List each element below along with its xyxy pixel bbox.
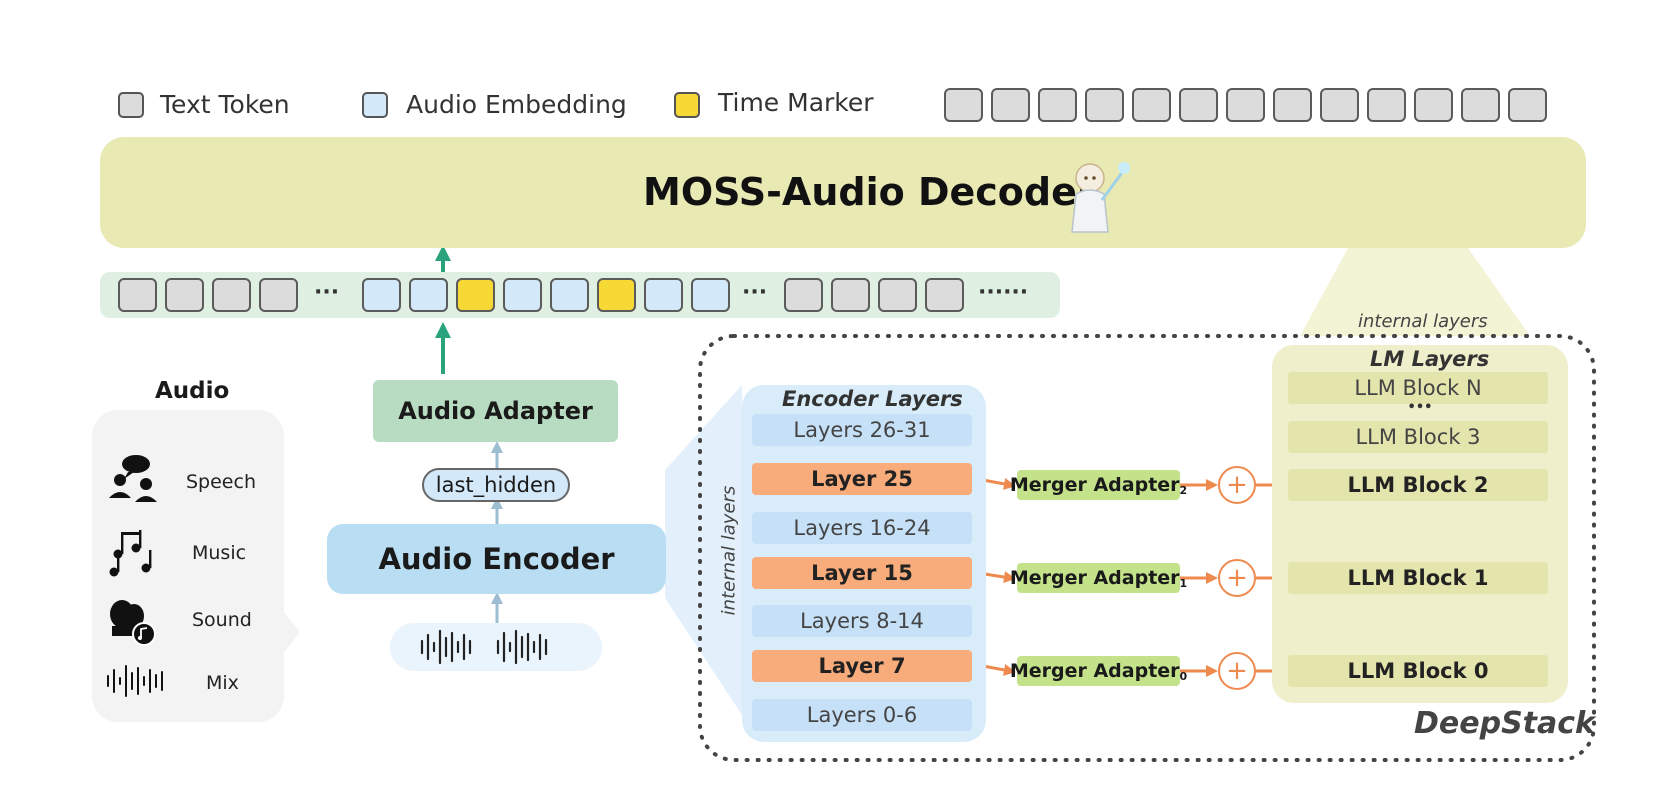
output-text-token: [1132, 88, 1171, 122]
waveform-icon: [107, 665, 163, 697]
llm-block-3: LLM Block 3: [1288, 421, 1548, 453]
audio-embedding-token: [691, 278, 730, 312]
merger-adapter-2-label: Merger Adapter: [1009, 474, 1180, 496]
output-text-token: [944, 88, 983, 122]
output-text-token: [1367, 88, 1406, 122]
token-sequence: ············: [118, 278, 1058, 314]
audio-panel-title: Audio: [155, 378, 230, 404]
music-icon: [109, 530, 152, 577]
encoder-layer-0-6: Layers 0-6: [752, 699, 972, 731]
llm-block-1: LLM Block 1: [1288, 562, 1548, 594]
output-text-token: [1179, 88, 1218, 122]
moss-audio-decoder: [100, 137, 1586, 248]
encoder-layers-title: Encoder Layers: [782, 387, 963, 411]
deepstack-frame: [698, 334, 1596, 762]
mascot-icon: [1071, 162, 1130, 233]
deepstack-label: DeepStack: [1414, 706, 1595, 741]
encoder-layer-8-14: Layers 8-14: [752, 605, 972, 637]
add-icon-1: +: [1218, 559, 1256, 597]
audio-panel-tail: [282, 610, 300, 655]
text-token: [165, 278, 204, 312]
lm-layers-title: LM Layers: [1370, 347, 1490, 371]
text-token: [784, 278, 823, 312]
encoder-internal-layers-label: internal layers: [718, 485, 740, 616]
audio-encoder: Audio Encoder: [327, 524, 666, 594]
legend-audio-embedding: Audio Embedding: [406, 90, 627, 119]
merger-adapter-0-sub: 0: [1179, 669, 1188, 683]
text-token: [925, 278, 964, 312]
audio-item-mix: Mix: [206, 672, 239, 694]
legend-text-token: Text Token: [160, 90, 290, 119]
text-token: [259, 278, 298, 312]
encoder-funnel: [665, 385, 742, 715]
output-text-token: [1038, 88, 1077, 122]
audio-embedding-token: [409, 278, 448, 312]
time-marker-token: [456, 278, 495, 312]
llm-block-n: LLM Block N: [1288, 372, 1548, 404]
audio-item-music: Music: [192, 542, 247, 564]
waveform-input: [390, 623, 602, 671]
output-text-token: [1414, 88, 1453, 122]
output-text-token: [1273, 88, 1312, 122]
last-hidden-pill: last_hidden: [422, 468, 570, 502]
audio-embedding-token: [362, 278, 401, 312]
audio-embedding-token: [550, 278, 589, 312]
llm-block-2: LLM Block 2: [1288, 469, 1548, 501]
output-text-token: [1320, 88, 1359, 122]
text-token: [878, 278, 917, 312]
encoder-layer-7: Layer 7: [752, 650, 972, 682]
legend-audio-embedding-swatch: [362, 92, 388, 118]
merger-adapter-1-sub: 1: [1179, 576, 1188, 590]
audio-embedding-token: [503, 278, 542, 312]
lm-vertical-ellipsis: •••: [1407, 400, 1433, 415]
encoder-layer-25: Layer 25: [752, 463, 972, 495]
audio-item-sound: Sound: [192, 609, 252, 631]
audio-item-speech: Speech: [186, 471, 256, 493]
llm-block-0: LLM Block 0: [1288, 655, 1548, 687]
waveform-icon: [420, 629, 548, 665]
merger-adapter-1-label: Merger Adapter: [1009, 567, 1180, 589]
sequence-ellipsis: ······: [978, 280, 1029, 305]
add-icon-2: +: [1218, 466, 1256, 504]
text-token: [831, 278, 870, 312]
legend-text-token-swatch: [118, 92, 144, 118]
output-token-row: [944, 88, 1552, 122]
time-marker-token: [597, 278, 636, 312]
sequence-ellipsis: ···: [742, 280, 768, 305]
output-text-token: [1508, 88, 1547, 122]
legend-time-marker-swatch: [674, 92, 700, 118]
audio-embedding-token: [644, 278, 683, 312]
merger-adapter-0-label: Merger Adapter: [1009, 660, 1180, 682]
output-text-token: [1085, 88, 1124, 122]
text-token: [118, 278, 157, 312]
decoder-funnel: [1300, 248, 1530, 336]
encoder-layer-15: Layer 15: [752, 557, 972, 589]
output-text-token: [1226, 88, 1265, 122]
encoder-layer-26-31: Layers 26-31: [752, 414, 972, 446]
output-text-token: [991, 88, 1030, 122]
decoder-title: MOSS-Audio Decoder: [643, 170, 1096, 214]
audio-adapter: Audio Adapter: [373, 380, 618, 442]
lm-layers-panel: [1272, 345, 1568, 703]
sound-icon: [110, 600, 156, 646]
legend-time-marker: Time Marker: [718, 88, 874, 117]
encoder-layer-16-24: Layers 16-24: [752, 512, 972, 544]
output-text-token: [1461, 88, 1500, 122]
speech-icon: [109, 455, 157, 502]
merger-adapter-2-sub: 2: [1179, 483, 1188, 497]
sequence-ellipsis: ···: [314, 280, 340, 305]
text-token: [212, 278, 251, 312]
lm-internal-layers-label: internal layers: [1358, 311, 1488, 332]
add-icon-0: +: [1218, 652, 1256, 690]
